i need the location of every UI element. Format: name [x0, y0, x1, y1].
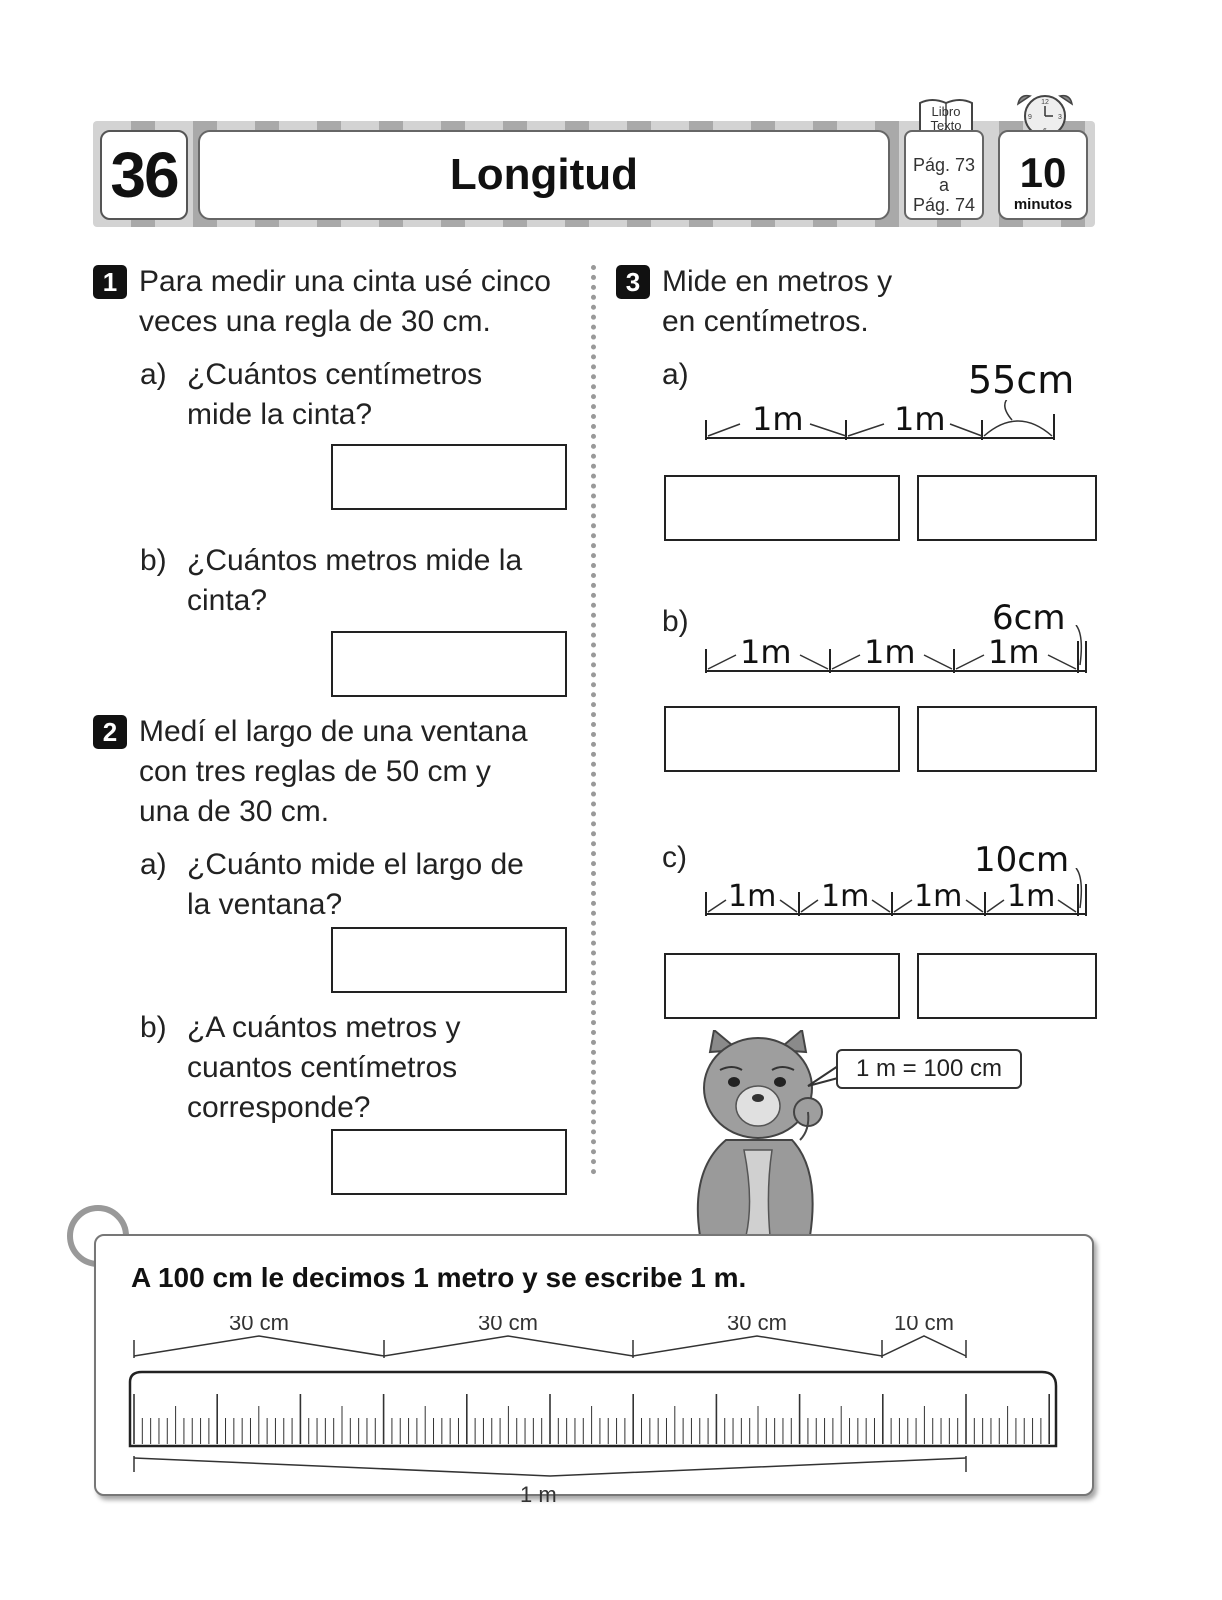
clock-num-12: 12 [1041, 99, 1049, 106]
q3-b-meter-1: 1m [740, 633, 792, 671]
q2-a-text-2: la ventana? [187, 888, 343, 921]
speech-tail [807, 1065, 839, 1087]
q3-b-extra-cm: 6cm [992, 598, 1066, 638]
q1-a-text-1: ¿Cuántos centímetros [187, 358, 483, 391]
q2-a-answer-box[interactable] [331, 927, 567, 993]
textbook-pages: Pág. 73 a Pág. 74 [904, 130, 984, 220]
page-title: Longitud [198, 130, 890, 220]
q3-c-meter-3: 1m [914, 879, 962, 914]
segment-label-1: 30 cm [229, 1316, 289, 1335]
q1-a-label: a) [140, 358, 167, 391]
summary-panel [94, 1234, 1094, 1496]
page-conjunction: a [938, 175, 949, 195]
summary-title: A 100 cm le decimos 1 metro y se escribe… [131, 1262, 747, 1293]
q2-b-label: b) [140, 1011, 167, 1044]
ruler-ticks [133, 1394, 1051, 1444]
q2-b-text-2: cuantos centímetros [187, 1051, 458, 1084]
q1-b-text-2: cinta? [187, 584, 268, 617]
q3-c-meter-2: 1m [821, 879, 869, 914]
meter-ruler-diagram: 30 cm 30 cm 30 cm 10 cm [128, 1316, 1058, 1477]
q3-c-label: c) [662, 841, 687, 874]
q3-b-meter-2: 1m [864, 633, 916, 671]
q3-a-meters-box[interactable] [664, 475, 900, 541]
time-unit: minutos [1013, 196, 1073, 213]
q3-c-cm-box[interactable] [917, 953, 1097, 1019]
column-divider [591, 265, 596, 1175]
time-box: 10 minutos [998, 130, 1088, 220]
q3-b-meters-box[interactable] [664, 706, 900, 772]
clock-num-9: 9 [1028, 114, 1032, 121]
total-length-label: 1 m [520, 1482, 557, 1507]
q1-b-label: b) [140, 544, 167, 577]
q3-c-extra-cm: 10cm [974, 840, 1070, 880]
lesson-number: 36 [100, 130, 188, 220]
book-label-2: Texto [930, 118, 961, 133]
q1-a-answer-box[interactable] [331, 444, 567, 510]
q3-a-label: a) [662, 358, 689, 391]
speech-bubble: 1 m = 100 cm [836, 1049, 1022, 1089]
q2-text-3: una de 30 cm. [139, 795, 330, 828]
alarm-clock-icon: 12 3 6 9 [1016, 94, 1074, 137]
page-to: Pág. 74 [912, 195, 976, 215]
clock-num-3: 3 [1058, 114, 1062, 121]
q3-text-2: en centímetros. [662, 305, 869, 338]
segment-label-2: 30 cm [478, 1316, 538, 1335]
q2-b-text-1: ¿A cuántos metros y [187, 1011, 461, 1044]
q3-a-extra-cm: 55cm [968, 358, 1075, 402]
q3-b-meter-3: 1m [988, 633, 1040, 671]
q2-a-text-1: ¿Cuánto mide el largo de [187, 848, 524, 881]
q1-a-text-2: mide la cinta? [187, 398, 373, 431]
q3-b-label: b) [662, 605, 689, 638]
q1-b-answer-box[interactable] [331, 631, 567, 697]
cat-mascot-illustration [696, 1030, 823, 1236]
q3-text-1: Mide en metros y [662, 265, 893, 298]
q3-a-meter-1: 1m [752, 400, 804, 438]
q3-c-meters-box[interactable] [664, 953, 900, 1019]
q2-b-answer-box[interactable] [331, 1129, 567, 1195]
q1-b-text-1: ¿Cuántos metros mide la [187, 544, 523, 577]
page-from: Pág. 73 [912, 155, 976, 175]
note-clip-icon [67, 1205, 129, 1267]
segment-label-3: 30 cm [727, 1316, 787, 1335]
q3-b-tape: 1m 1m 1m [705, 625, 1087, 673]
q1-text-2: veces una regla de 30 cm. [139, 305, 491, 338]
q3-a-tape: 1m 1m [705, 400, 1055, 440]
q3-c-tape: 1m 1m 1m 1m [705, 868, 1087, 916]
question-3-badge: 3 [616, 265, 650, 299]
q3-a-cm-box[interactable] [917, 475, 1097, 541]
q2-text-2: con tres reglas de 50 cm y [139, 755, 491, 788]
q3-a-meter-2: 1m [894, 400, 946, 438]
question-1-badge: 1 [93, 265, 127, 299]
q3-c-meter-1: 1m [728, 879, 776, 914]
segment-label-4: 10 cm [894, 1316, 954, 1335]
q2-a-label: a) [140, 848, 167, 881]
book-label-1: Libro [932, 104, 961, 119]
q3-b-cm-box[interactable] [917, 706, 1097, 772]
q1-text-1: Para medir una cinta usé cinco [139, 265, 551, 298]
time-value: 10 [1019, 149, 1067, 196]
question-2-badge: 2 [93, 715, 127, 749]
q2-text-1: Medí el largo de una ventana [139, 715, 528, 748]
q3-c-meter-4: 1m [1007, 879, 1055, 914]
q2-b-text-3: corresponde? [187, 1091, 371, 1124]
